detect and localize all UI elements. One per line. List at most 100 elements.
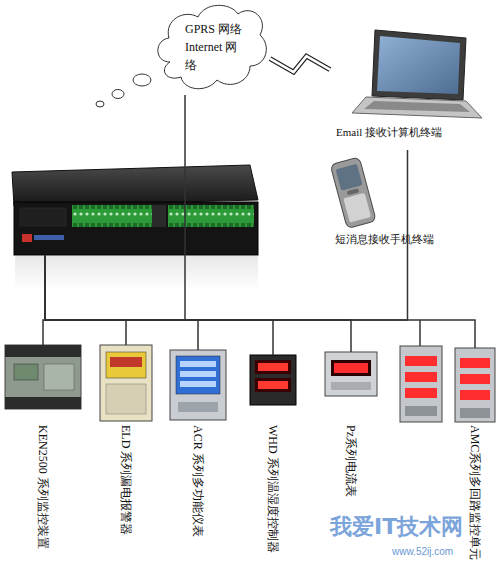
bus-wire: [45, 255, 198, 350]
thought-bubbles-part: [112, 90, 124, 99]
device-label: Pz系列电流表: [344, 425, 358, 497]
watermark-text: www.52ij.com: [392, 546, 453, 557]
amc-device-right-part: [455, 348, 495, 422]
node-label: GPRS 网络 Internet 网络: [185, 20, 245, 74]
ken2500-device: [5, 345, 81, 409]
mobile-phone-illustration-part: [343, 193, 371, 223]
laptop-illustration-part: [364, 101, 470, 112]
acr-device-part: [180, 361, 216, 367]
controller-device-part: [22, 234, 32, 242]
acr-device-part: [178, 402, 218, 412]
controller-device-part: [15, 256, 258, 290]
amc-device-right-part: [460, 408, 490, 418]
controller-device-part: [152, 205, 166, 227]
whd-device-part: [255, 360, 291, 374]
device-label: ELD 系列漏电报警器: [119, 425, 133, 535]
laptop-illustration-part: [372, 30, 466, 100]
laptop-illustration-part: [352, 97, 482, 118]
controller-device-part: [72, 205, 152, 227]
computer-terminal: Email 接收计算机终端: [330, 25, 485, 143]
multifunction-meter: ACR 系列多功能仪表: [169, 350, 227, 565]
device-label: WHD 系列温湿度控制器: [266, 425, 280, 553]
connector: [45, 255, 273, 355]
bus-wire: [45, 255, 351, 352]
connector: [45, 255, 126, 345]
eld-device: [100, 345, 152, 421]
pz-device: [325, 352, 377, 396]
pz-device-part: [331, 382, 371, 390]
controller-device-part: [20, 208, 66, 226]
mobile-phone-illustration-part: [347, 188, 360, 195]
device-label: ACR 系列多功能仪表: [191, 425, 205, 537]
whd-device-part: [258, 381, 288, 389]
amc-device-left-part: [405, 372, 437, 382]
acr-device-part: [176, 356, 220, 394]
ken2500-device-part: [5, 345, 81, 409]
eld-device-part: [100, 345, 152, 421]
amc-device-left: [400, 346, 442, 422]
connector: [270, 56, 330, 72]
network-cloud: GPRS 网络 Internet 网络: [150, 0, 270, 95]
device-label: KEN2500 系列监控装置: [36, 425, 50, 549]
mobile-phone-illustration-part: [336, 164, 363, 191]
amc-device-right-part: [460, 374, 490, 384]
amc-device-right-part: [460, 390, 490, 400]
controller-device-part: [12, 165, 258, 206]
connector: [45, 255, 475, 348]
whd-device-part: [255, 378, 291, 392]
node-label: 短消息接收手机终端: [335, 232, 434, 246]
amc-device-right-part: [460, 358, 490, 368]
phone-terminal: 短消息接收手机终端: [325, 150, 490, 250]
acr-device-part: [180, 381, 216, 387]
bus-wire: [45, 255, 273, 355]
amc-device-right: [455, 348, 495, 422]
cloud-shape: [158, 5, 266, 88]
connector: [45, 255, 198, 350]
whd-device: [250, 355, 296, 405]
bus-wire: [45, 255, 475, 348]
bus-wire: [43, 255, 45, 345]
ken2500-device-part: [44, 364, 74, 390]
laptop-illustration-part: [377, 36, 460, 94]
lightning-outline: [270, 56, 330, 72]
acr-device-part: [170, 350, 226, 420]
acr-device: [170, 350, 226, 420]
watermark-text: 我爱IT技术网: [330, 512, 463, 542]
amc-device-left-part: [405, 388, 437, 398]
mobile-phone-illustration-part: [330, 157, 376, 229]
whd-device-part: [258, 363, 288, 371]
controller-device-part: [34, 235, 64, 240]
connector: [43, 255, 45, 345]
controller-device-part: [168, 205, 254, 227]
eld-device-part: [106, 384, 146, 414]
device-label: AMC系列多回路监控单元: [468, 425, 482, 560]
controller-device: [12, 165, 258, 290]
amc-device-left-part: [405, 406, 437, 416]
humidity-controller: WHD 系列温湿度控制器: [244, 355, 302, 565]
thought-bubbles-part: [96, 101, 104, 107]
unlabeled-meter-drop: [420, 320, 421, 346]
unlabeled-meter-drop-part: [419, 320, 421, 346]
thought-bubbles-part: [133, 74, 151, 86]
connector: [45, 255, 351, 352]
lightning-fill: [270, 56, 330, 72]
bus-wire: [45, 255, 126, 345]
eld-device-part: [110, 357, 142, 367]
monitor-device: KEN2500 系列监控装置: [3, 345, 83, 565]
laptop-illustration: [352, 30, 482, 118]
ken2500-device-part: [14, 364, 38, 380]
mobile-phone-illustration: [330, 157, 376, 229]
ken2500-device-part: [5, 345, 81, 357]
pz-device-part: [334, 363, 368, 373]
whd-device-part: [250, 355, 296, 405]
gateway-controller: [10, 165, 258, 255]
node-label: Email 接收计算机终端: [336, 125, 442, 139]
leakage-alarm: ELD 系列漏电报警器: [97, 345, 155, 565]
controller-device-part: [14, 202, 258, 255]
ken2500-device-part: [5, 397, 81, 409]
pz-device-part: [331, 360, 371, 376]
acr-device-part: [180, 371, 216, 377]
